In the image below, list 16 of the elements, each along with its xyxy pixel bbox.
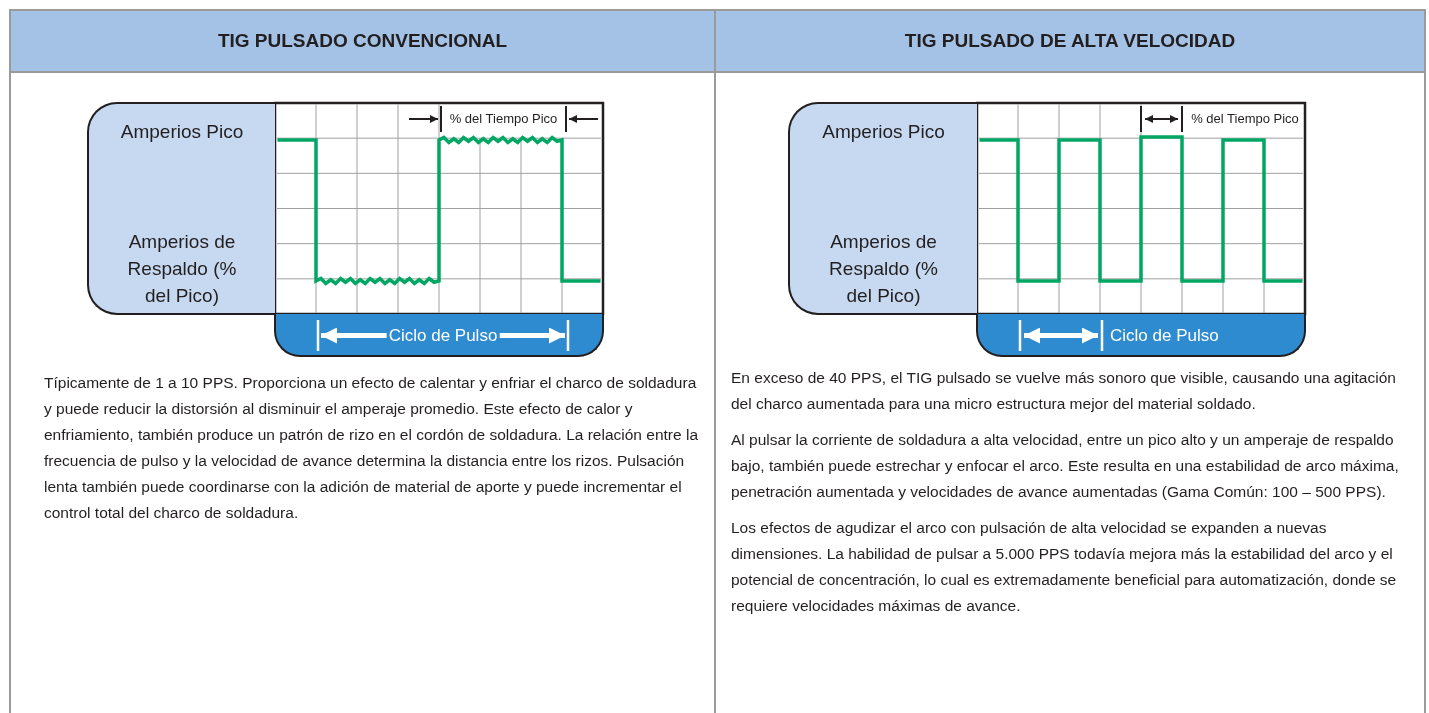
axis-label: Amperios Pico [119,120,245,144]
paragraph: Típicamente de 1 a 10 PPS. Proporciona un efecto de calentar y enfriar el charco de soldadura y puede reducir la distorsión al disminuir el amperaje promedio. Este efecto de calor y enfriamiento, también produce un patrón de rizo en el cordón de soldadura. La relación entre la frecuencia de pulso y la velocidad de avance determina la distancia entre los rizos. Pulsación lenta también puede coordinarse con la adición de material de aporte y puede incrementar el control total del charco de soldadura. [44,373,699,523]
dimension-label: % del Tiempo Pico [1190,111,1300,126]
paragraph: Los efectos de agudizar el arco con pulsación de alta velocidad se expanden a nuevas dimensiones. La habilidad de pulsar a 5.000 PPS todavía mejora más la estabilidad del arco y el potencial de concentración, lo cual es extremadamente beneficial para automatización, donde se requiere velocidades máximas de avance. [731,518,1398,616]
axis-label: Amperios Pico [821,120,946,144]
axis-label: Amperios de Respaldo (% del Pico) [828,230,939,308]
column-heading: TIG PULSADO CONVENCIONAL [11,11,714,71]
axis-label: Amperios de Respaldo (% del Pico) [126,230,238,308]
column-heading: TIG PULSADO DE ALTA VELOCIDAD [716,11,1424,71]
paragraph: Al pulsar la corriente de soldadura a alta velocidad, entre un pico alto y un amperaje de respaldo bajo, también puede estrechar y enfocar el arco. Este resulta en una estabilidad de arco máxima, penetración aumentada y velocidades de avance aumentadas (Gama Común: 100 – 500 PPS). [731,430,1400,502]
dimension-label: % del Tiempo Pico [448,111,559,126]
axis-label-panel [87,102,275,315]
axis-label-panel [788,102,977,315]
pulse-cycle-bar [274,314,604,357]
paragraph: En exceso de 40 PPS, el TIG pulsado se vuelve más sonoro que visible, causando una agitación del charco aumentada para una micro estructura mejor del material soldado. [731,368,1397,414]
pulse-cycle-bar [976,314,1306,357]
